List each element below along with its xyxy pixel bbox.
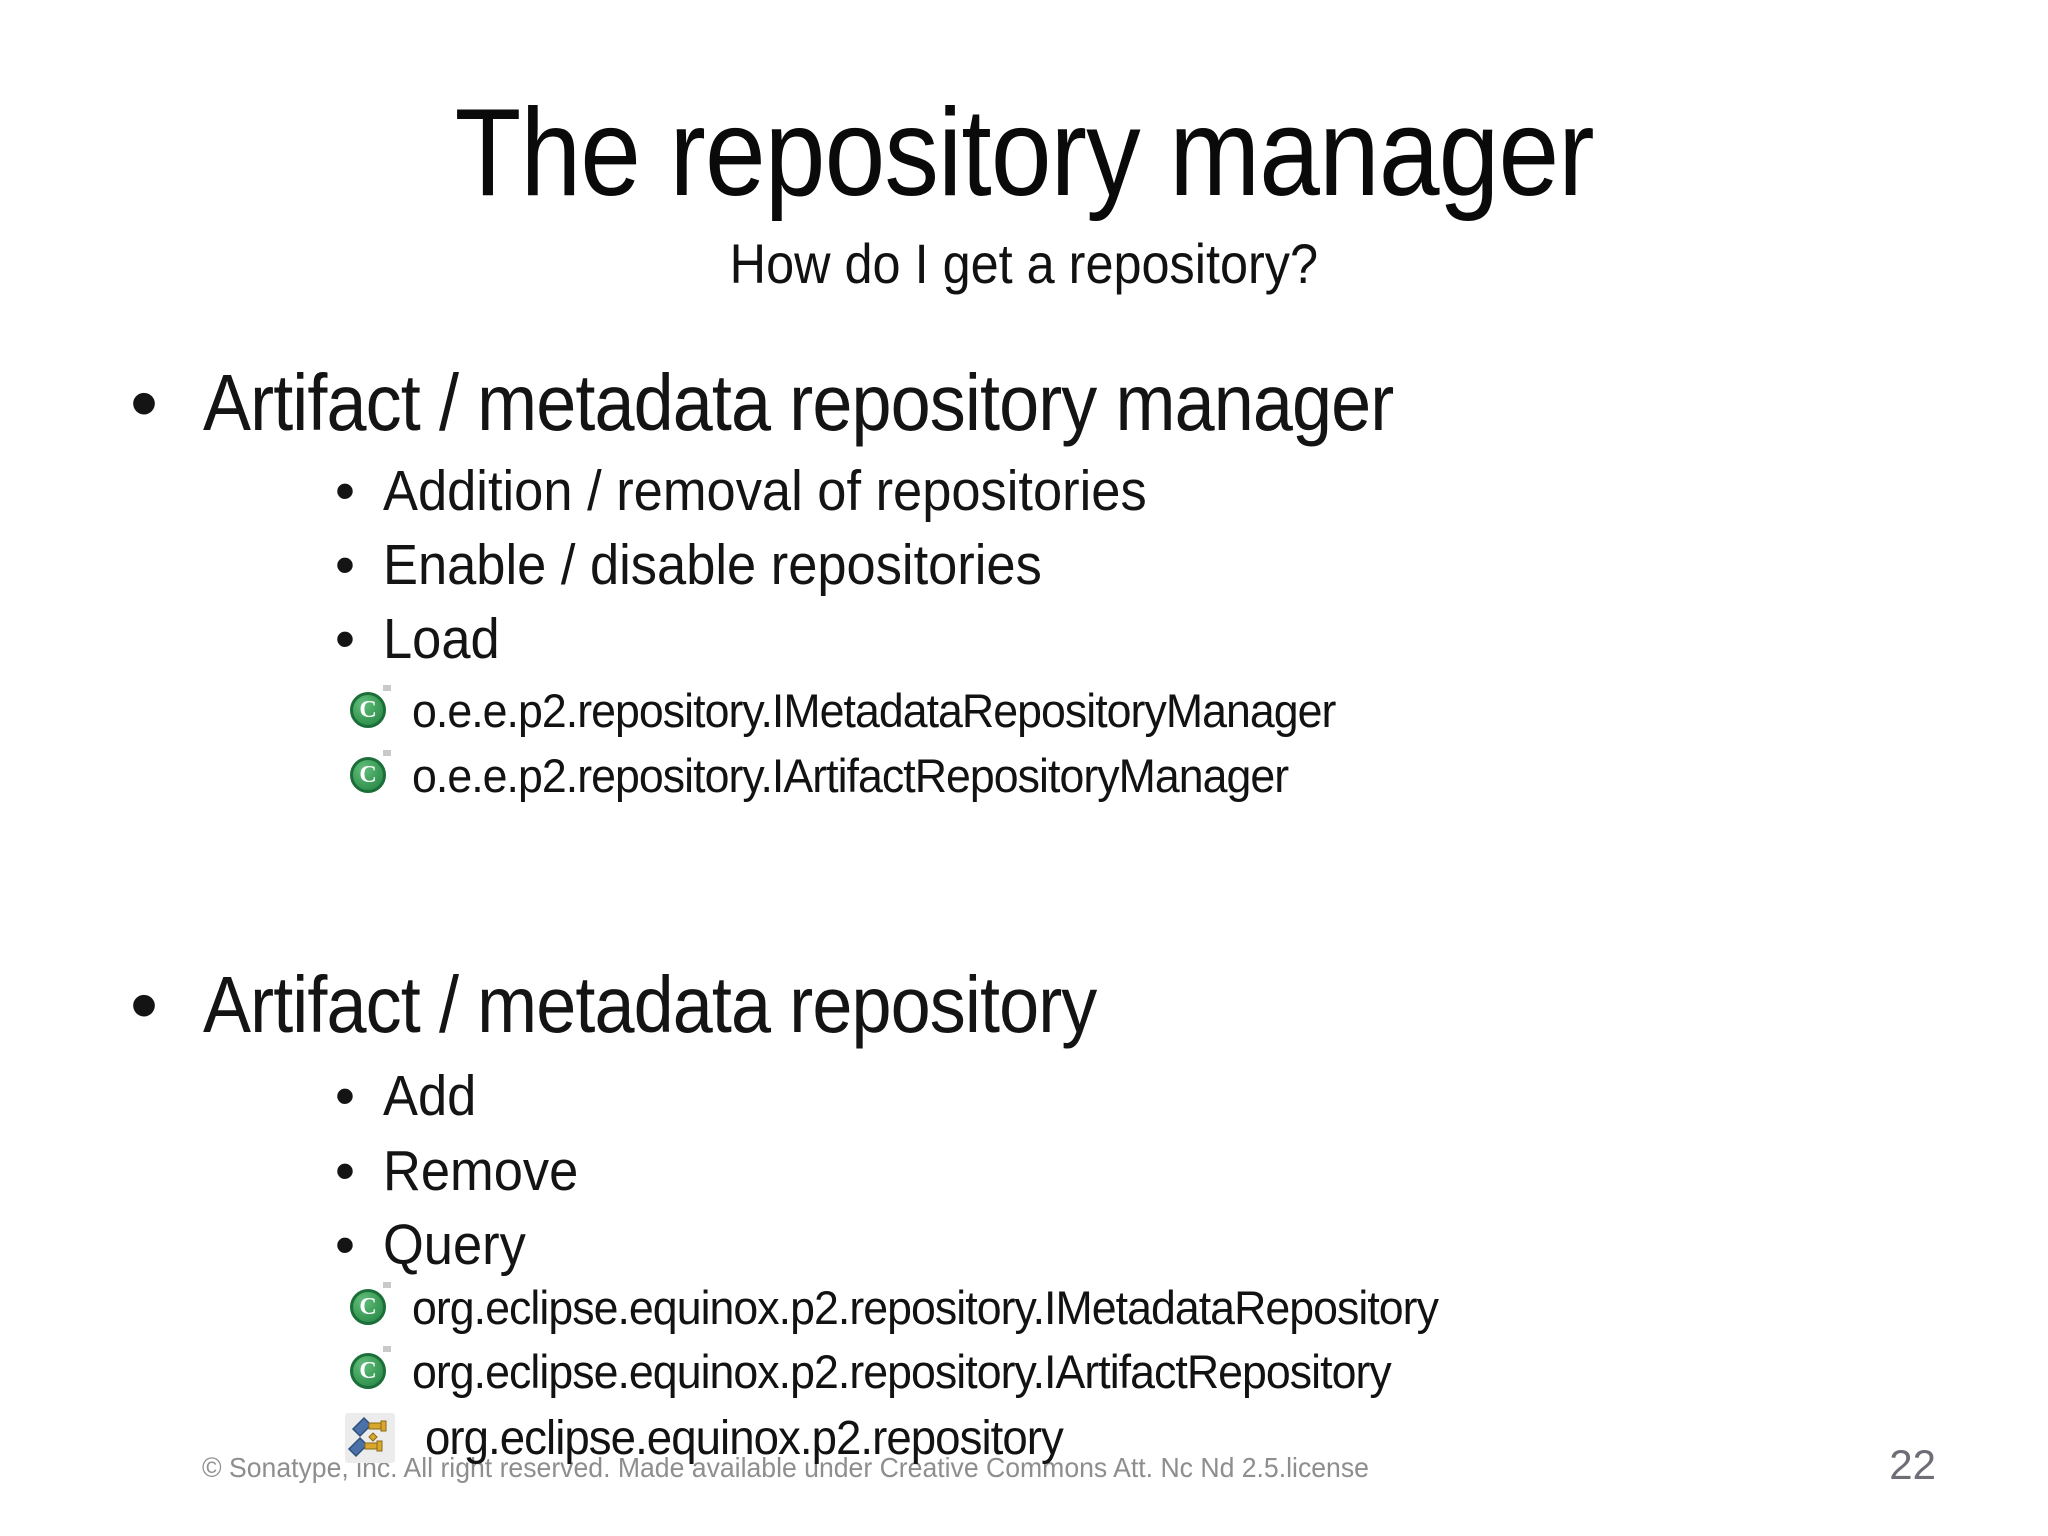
bullet-icon: • [335,1064,355,1128]
section1-item-addition-removal: • Addition / removal of repositories [335,455,1213,527]
code-ref-row: org.eclipse.equinox.p2.repository [345,1411,1096,1465]
list-item-label: Addition / removal of repositories [383,459,1147,523]
code-ref-row: C o.e.e.p2.repository.IArtifactRepositor… [350,749,1334,802]
section1-item-load: • Load [335,603,510,675]
slide-title: The repository manager [454,84,1594,222]
list-item-label: Remove [383,1139,579,1203]
code-ref-text: org.eclipse.equinox.p2.repository [425,1411,1064,1465]
code-ref-row: C org.eclipse.equinox.p2.repository.IMet… [350,1281,1492,1334]
copyright-footer: © Sonatype, inc. All right reserved. Mad… [202,1452,1369,1483]
bullet-icon: • [335,1213,355,1277]
class-icon: C [350,1346,391,1389]
section1-heading: Artifact / metadata repository manager [203,358,1394,447]
code-ref-text: org.eclipse.equinox.p2.repository.IArtif… [412,1344,1392,1398]
bullet-icon: • [335,1139,355,1203]
section2-item-add: • Add [335,1060,484,1132]
list-item-label: Enable / disable repositories [383,533,1042,597]
bullet-icon: • [130,358,159,447]
bullet-icon: • [335,459,355,523]
class-icon: C [350,750,391,793]
slide-subtitle-row: How do I get a repository? [0,228,2048,315]
copyright-footer-row: © Sonatype, inc. All right reserved. Mad… [202,1450,1430,1491]
bullet-icon: • [335,533,355,597]
section2-item-remove: • Remove [335,1135,595,1207]
section1-heading-row: • Artifact / metadata repository manager [130,348,1526,458]
bullet-icon: • [130,960,159,1049]
code-ref-text: o.e.e.p2.repository.IArtifactRepositoryM… [412,748,1289,802]
list-item-label: Load [383,607,500,671]
page-number: 22 [1889,1441,1936,1488]
plugin-icon [345,1413,395,1463]
code-ref-row: C org.eclipse.equinox.p2.repository.IArt… [350,1345,1442,1398]
slide-subtitle: How do I get a repository? [729,232,1319,295]
class-icon: C [350,685,391,728]
section1-item-enable-disable: • Enable / disable repositories [335,529,1099,601]
section2-heading: Artifact / metadata repository [203,960,1097,1049]
slide-title-row: The repository manager [0,78,2048,266]
list-item-label: Query [383,1213,526,1277]
bullet-icon: • [335,607,355,671]
code-ref-text: o.e.e.p2.repository.IMetadataRepositoryM… [412,683,1336,737]
section2-heading-row: • Artifact / metadata repository [130,950,1196,1060]
class-icon: C [350,1282,391,1325]
code-ref-row: C o.e.e.p2.repository.IMetadataRepositor… [350,684,1384,737]
section2-item-query: • Query [335,1209,538,1281]
list-item-label: Add [383,1064,477,1128]
code-ref-text: org.eclipse.equinox.p2.repository.IMetad… [412,1280,1439,1334]
